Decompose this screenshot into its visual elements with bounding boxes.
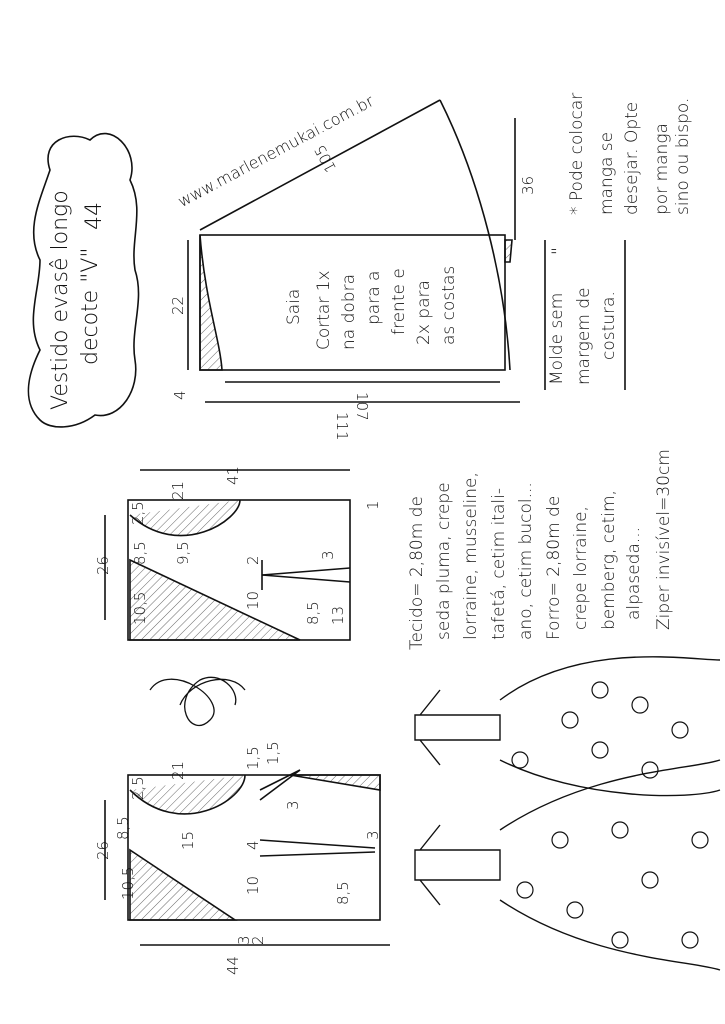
back-dim-8: 10 (244, 590, 262, 610)
materials-3: lorraine, musseline, (461, 472, 481, 640)
skirt-label: Saia (284, 288, 304, 325)
skirt-instr-4: frente e (389, 268, 409, 335)
skirt-dim-right: 36 (519, 175, 537, 195)
back-dim-6: 9,5 (174, 541, 192, 565)
front-dim-8: 1,5 (264, 741, 282, 765)
back-dim-9: 3 (319, 550, 337, 560)
back-bodice-pattern (104, 469, 351, 641)
materials-7: crepe lorraine, (571, 506, 591, 630)
title-line-2: decote "V" (78, 247, 103, 366)
front-bodice-pattern (104, 769, 390, 946)
front-dim-10: 4 (244, 840, 262, 850)
note-marks: " (549, 247, 569, 255)
materials-2: seda pluma, crepe (434, 482, 454, 640)
skirt-dim-inner: 107 (353, 392, 371, 421)
front-dim-14: 8,5 (334, 881, 352, 905)
title-cloud (27, 132, 140, 428)
front-dim-15: 3 (364, 830, 382, 840)
front-dim-6: 15 (179, 830, 197, 850)
back-dim-4: 8,5 (131, 541, 149, 565)
front-dim-7: 1,5 (244, 746, 262, 770)
note-line-3: costura. (599, 291, 619, 360)
skirt-instr-2: na dobra (339, 274, 359, 350)
sleeve-note-2: manga se (597, 131, 617, 215)
sleeve-note-4: por manga (652, 123, 672, 215)
skirt-dim-corner: 4 (171, 390, 189, 400)
materials-8: bemberg, cetim, (599, 490, 619, 630)
front-dim-13: 2 (249, 935, 267, 945)
skirt-instr-1: Cortar 1x (314, 270, 334, 350)
skirt-instr-3: para a (364, 270, 384, 325)
back-dim-2: 2,5 (129, 501, 147, 525)
sleeve-note-1: * Pode colocar (567, 92, 587, 215)
signature (149, 676, 246, 727)
back-dim-0: 41 (224, 465, 242, 485)
skirt-dim-outer: 111 (333, 412, 351, 441)
materials-9: alpaseda... (624, 526, 644, 620)
note-line-1: Molde sem (547, 292, 567, 385)
title-size: 44 (82, 202, 107, 230)
front-dim-9: 3 (284, 800, 302, 810)
front-dim-5: 10,5 (119, 866, 137, 900)
materials-5: ano, cetim bucol... (516, 482, 536, 640)
front-dim-2: 2,5 (129, 776, 147, 800)
front-dim-0: 44 (224, 955, 242, 975)
front-dim-3: 26 (94, 840, 112, 860)
skirt-pattern (187, 99, 520, 403)
sleeve-note-5: sino ou bispo. (673, 97, 693, 215)
back-dim-7: 2 (244, 555, 262, 565)
back-dim-3: 26 (94, 555, 112, 575)
title-line-1: Vestido evasê longo (48, 190, 73, 410)
dress-illustrations (414, 656, 721, 971)
back-dim-12: 1 (364, 500, 382, 510)
back-dim-11: 8,5 (304, 601, 322, 625)
front-dim-11: 10 (244, 875, 262, 895)
skirt-instr-6: as costas (439, 265, 459, 345)
back-dim-1: 21 (169, 480, 187, 500)
materials-4: tafetá, cetim itali- (489, 488, 509, 640)
note-line-2: margem de (574, 287, 594, 385)
materials-1: Tecido= 2,80m de (407, 496, 427, 650)
back-dim-5: 10,5 (131, 591, 149, 625)
skirt-dim-left: 22 (169, 295, 187, 315)
materials-10: Ziper invisível=30cm (654, 449, 674, 630)
back-dim-10: 13 (329, 605, 347, 625)
skirt-instr-5: 2x para (414, 280, 434, 345)
sleeve-note-3: desejar. Opte (622, 101, 642, 215)
front-dim-4: 8,5 (114, 816, 132, 840)
front-dim-1: 21 (169, 760, 187, 780)
materials-6: Forro= 2,80m de (544, 495, 564, 640)
